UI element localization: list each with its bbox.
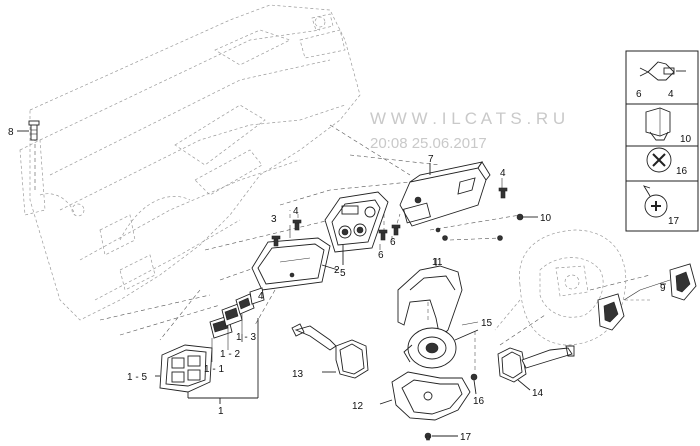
part-13-left-stalk-switch xyxy=(291,323,369,379)
steering-wheel-outline xyxy=(494,229,650,346)
fastener-legend: 6 4 10 16 17 xyxy=(625,50,699,232)
part-2-instrument-cluster xyxy=(251,237,339,291)
watermark-site: W W W . I L C A T S . R U xyxy=(370,109,565,128)
watermark-timestamp: 20:08 25.06.2017 xyxy=(370,135,487,152)
legend-phillips-screw-icon xyxy=(646,147,672,173)
callout-8: 8 xyxy=(8,127,14,138)
legend-clip-icon xyxy=(639,61,686,81)
part-5-center-bezel xyxy=(324,191,389,265)
part-1-bracket xyxy=(155,318,259,404)
legend-tapping-screw-icon xyxy=(642,185,668,218)
callout-11: 11 xyxy=(432,257,443,268)
part-15-clock-spring xyxy=(403,327,479,369)
callout-6-left: 6 xyxy=(378,250,384,261)
callout-6-right: 6 xyxy=(390,237,396,248)
part-11-column-cover-upper xyxy=(397,258,463,339)
callout-4-switch: 4 xyxy=(258,291,264,302)
callout-1-2: 1 - 2 xyxy=(220,349,240,360)
callout-1: 1 xyxy=(218,406,224,417)
callout-1-3: 1 - 3 xyxy=(236,332,256,343)
callout-3: 3 xyxy=(271,214,277,225)
callout-4-right: 4 xyxy=(500,168,506,179)
legend-label-16: 16 xyxy=(676,166,688,177)
callout-7: 7 xyxy=(428,154,434,165)
column-fasteners xyxy=(424,373,478,441)
callout-leaders xyxy=(289,178,538,326)
callout-labels: 8 7 4 10 3 4 6 6 5 2 4 1 - 3 1 - 2 1 - 1… xyxy=(8,127,666,443)
callout-17: 17 xyxy=(460,432,472,443)
callout-1-5: 1 - 5 xyxy=(127,372,147,383)
callout-16: 16 xyxy=(473,396,485,407)
callout-13: 13 xyxy=(292,369,304,380)
callout-12: 12 xyxy=(352,401,364,412)
callout-2: 2 xyxy=(334,265,340,276)
part-8-bolt xyxy=(17,120,40,141)
part-1-switch-panel xyxy=(159,287,265,393)
part-14-right-stalk-switch xyxy=(497,345,575,391)
callout-15: 15 xyxy=(481,318,493,329)
callout-14: 14 xyxy=(532,388,544,399)
part-9-steering-switches xyxy=(597,263,697,331)
callout-4-top: 4 xyxy=(293,206,299,217)
legend-label-4: 4 xyxy=(668,89,674,100)
legend-label-17: 17 xyxy=(668,216,680,227)
part-7-head-unit xyxy=(399,161,491,227)
callout-5: 5 xyxy=(340,268,346,279)
legend-label-10: 10 xyxy=(680,134,692,145)
callout-9: 9 xyxy=(660,283,666,294)
instrument-panel xyxy=(19,4,361,321)
legend-bolt-icon xyxy=(645,107,671,141)
small-screws xyxy=(271,187,524,247)
callout-1-1: 1 - 1 xyxy=(204,364,224,375)
legend-label-6: 6 xyxy=(636,89,642,100)
callout-10: 10 xyxy=(540,213,552,224)
part-12-column-cover-lower xyxy=(379,371,471,421)
